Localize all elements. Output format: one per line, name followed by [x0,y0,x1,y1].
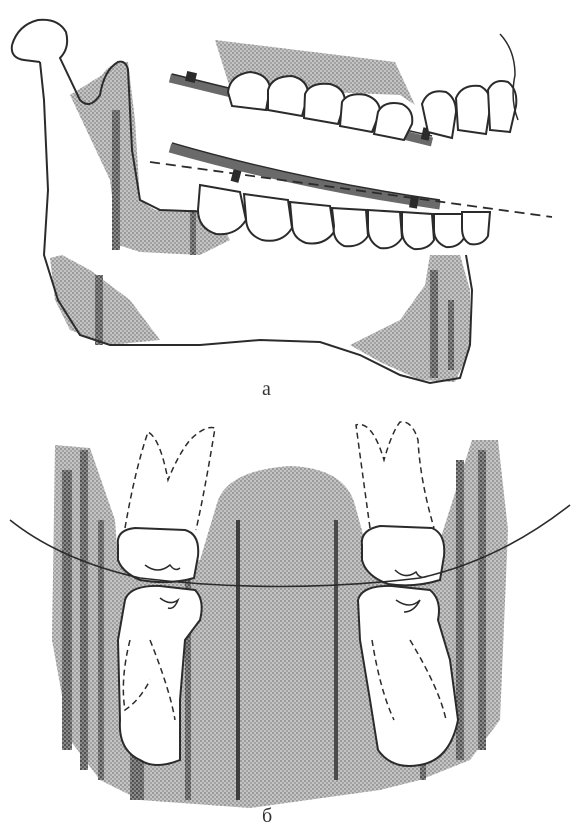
ramus-dark-stripe [112,110,120,250]
lower-tooth [434,214,464,247]
upper-tooth [488,81,516,132]
left-molar-root-dashed [125,428,215,531]
lower-tooth [290,202,334,244]
lower-tooth [198,185,246,234]
mandible-body-shading-left [50,255,160,345]
right-molar-root-dashed [356,422,434,528]
lower-wire-bracket [231,169,242,183]
upper-tooth [340,94,380,132]
panel-b-frontal-section [10,422,570,808]
panel-b-label: б [262,805,272,828]
lower-tooth [368,210,402,248]
chin-dark-stripe [448,300,454,370]
upper-tooth [374,103,412,140]
lower-tooth [332,208,368,246]
panel-a-mandible-lateral [12,20,552,383]
upper-tooth [304,84,345,124]
chin-dark-stripe [430,270,438,378]
lower-tooth [462,212,490,244]
condyle-outline [12,45,40,62]
right-molar-crown [362,526,444,585]
upper-tooth [422,91,456,138]
panel-a-label: a [262,378,271,401]
mandible-dark-stripe [95,275,103,345]
lower-tooth [244,194,292,241]
lower-teeth [198,185,490,249]
ramus-dark-stripe [190,210,196,255]
upper-tooth [268,76,308,116]
upper-tooth [228,72,270,110]
left-molar-crown [118,528,198,582]
upper-tooth [456,86,490,134]
lower-tooth [402,212,434,249]
